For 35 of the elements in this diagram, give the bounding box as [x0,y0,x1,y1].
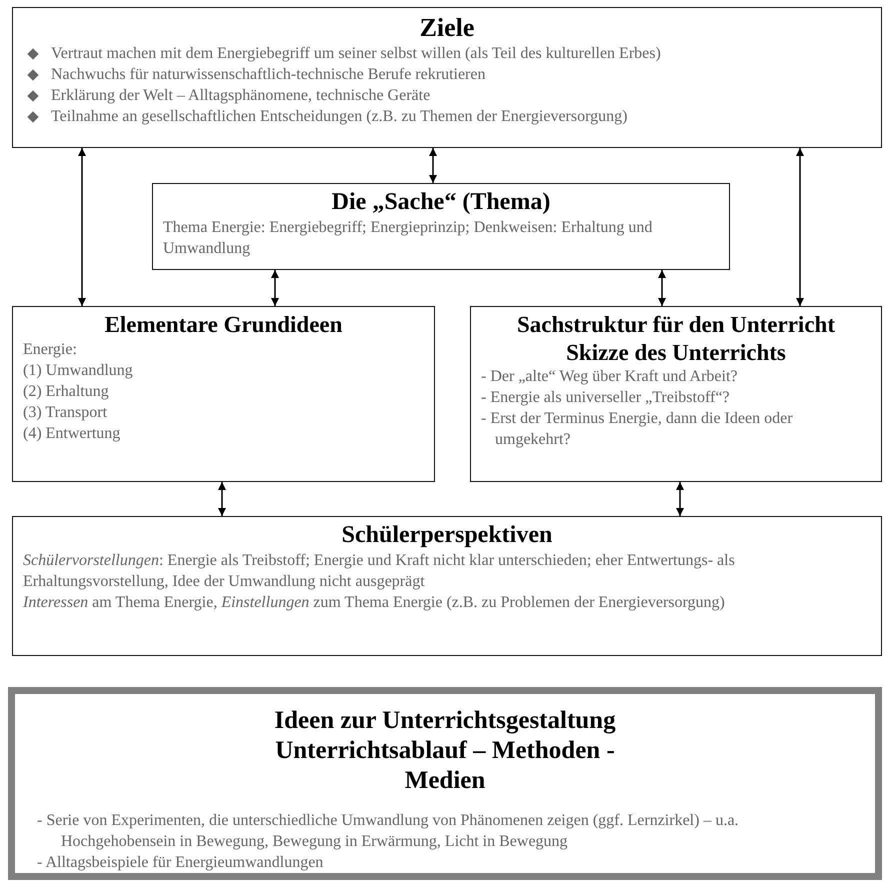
list-item: - Energie als universeller „Treibstoff“? [481,388,731,408]
double-arrow [218,482,226,516]
double-arrow [78,148,86,306]
list-item: (4) Entwertung [23,424,122,444]
box-heading: Elementare Grundideen [104,311,344,339]
box-heading: Ideen zur Unterrichtsgestaltung Unterrichtsablauf – Methoden - Medien [273,706,617,796]
box-heading: Schülerperspektiven [340,521,554,550]
topic-box [470,306,882,482]
topic-box [12,7,882,148]
list-item: Teilnahme an gesellschaftlichen Entscheidungen (z.B. zu Themen der Energieversorgung) [51,107,628,128]
topic-box [8,687,882,880]
list-item: - Alltagsbeispiele für Energieumwandlungen [37,853,324,873]
list-item: - Erst der Terminus Energie, dann die Ideen oder umgekehrt? [481,409,794,450]
double-arrow [796,148,804,306]
list-item: Erklärung der Welt – Alltagsphänomene, technische Geräte [51,86,430,106]
box-heading: Sachstruktur für den Unterricht Skizze des Unterrichts [516,311,836,366]
body-text: Interessen am Thema Energie, Einstellungen zum Thema Energie (z.B. zu Problemen der Energieversorgung) [23,592,726,613]
list-item: Energie: [23,340,78,360]
list-item: (1) Umwandlung [23,360,134,381]
topic-box [12,306,435,482]
list-item: - Der „alte“ Weg über Kraft und Arbeit? [481,367,739,388]
list-item: (2) Erhaltung [23,382,110,402]
topic-box [12,516,882,656]
list-item: - Serie von Experimenten, die unterschiedliche Umwandlung von Phänomenen zeigen (ggf. Lernzirkel) – u.a. Hochgehobensein in Bewegung, Bewegung in Erwärmung, Licht in Bewegung [37,811,740,852]
box-heading: Die „Sache“ (Thema) [330,188,552,217]
box-heading: Ziele [418,12,476,44]
topic-box [152,183,730,270]
list-item: Vertraut machen mit dem Energiebegriff um seiner selbst willen (als Teil des kulturellen Erbes) [51,44,661,64]
double-arrow [676,482,684,516]
double-arrow [271,270,279,306]
list-item: Nachwuchs für naturwissenschaftlich-technische Berufe rekrutieren [51,65,486,86]
double-arrow [429,148,437,183]
body-text: Thema Energie: Energiebegriff; Energieprinzip; Denkweisen: Erhaltung und Umwandlung [163,218,654,259]
double-arrow [658,270,666,306]
list-item: (3) Transport [23,402,108,423]
